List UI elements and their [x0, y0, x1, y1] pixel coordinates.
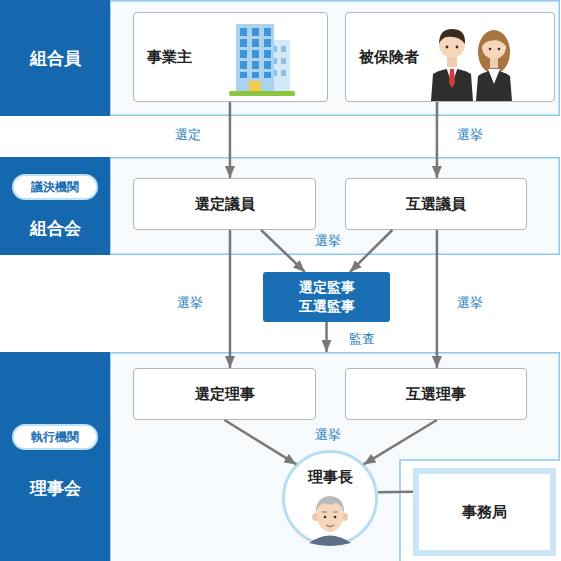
- connector: [225, 420, 297, 464]
- connector: [436, 102, 439, 178]
- node-label: 選定理事: [195, 385, 255, 404]
- chairman-ear: [312, 513, 320, 521]
- window: [272, 46, 277, 52]
- man-hair: [439, 29, 465, 44]
- connector: [261, 230, 305, 272]
- man-tie: [449, 69, 455, 88]
- chairman-icon: [309, 496, 351, 546]
- circle-outline: [282, 450, 378, 546]
- band-frame: [110, 158, 559, 255]
- node-label: 被保険者: [359, 48, 419, 67]
- node-label: 事業主: [147, 48, 192, 67]
- woman-eye: [489, 48, 492, 51]
- connector: [325, 322, 328, 352]
- man-eye: [456, 46, 459, 49]
- node-label: 理事会: [0, 477, 110, 499]
- connector: [229, 230, 232, 368]
- process-box: 選定議員: [133, 178, 316, 230]
- building-icon: [229, 24, 295, 96]
- connector: [229, 102, 232, 178]
- building-back: [268, 40, 290, 92]
- band-frame: [110, 1, 559, 116]
- chairman-shirt: [309, 536, 351, 547]
- chairman-circle: 理事長: [282, 450, 378, 546]
- window: [272, 70, 277, 76]
- woman-hair-back: [478, 30, 510, 74]
- circle-shape: [284, 452, 377, 545]
- chairman-ear: [340, 513, 348, 521]
- window: [272, 58, 277, 64]
- woman-eye: [498, 48, 501, 51]
- connector: [364, 420, 437, 464]
- connector: [378, 491, 413, 494]
- role-pill: 議決機関: [12, 174, 98, 200]
- node-label: 事務局: [462, 503, 507, 522]
- building-door: [249, 81, 261, 92]
- chairman-eye: [334, 516, 337, 519]
- node-label: 議決機関: [31, 179, 79, 196]
- grass: [229, 91, 295, 96]
- node-label: 選定議員: [195, 195, 255, 214]
- woman-head: [482, 35, 506, 59]
- role-pill: 執行機関: [12, 424, 98, 450]
- chairman-face: [317, 500, 343, 532]
- chairman-hair: [316, 496, 344, 514]
- node-label: 執行機関: [31, 429, 79, 446]
- node-label: 組合会: [0, 217, 110, 239]
- building-windows: [240, 28, 271, 78]
- group-band: 組合員 事業主 被保険者: [0, 0, 560, 116]
- node-label: 選定監事 互選監事: [283, 278, 370, 316]
- woman-suit: [476, 71, 512, 102]
- office-box: 事務局: [413, 468, 556, 556]
- edge-label: 選定: [175, 126, 201, 144]
- band-header: 組合会: [0, 157, 110, 255]
- chairman-mouth: [326, 525, 334, 527]
- edge-label: 選挙: [177, 294, 203, 312]
- member-box: 被保険者: [345, 12, 555, 102]
- building-main: [236, 24, 274, 92]
- window: [281, 70, 286, 76]
- woman-neck: [490, 56, 498, 68]
- node-label: 組合員: [0, 47, 110, 69]
- node-label: 互選議員: [406, 195, 466, 214]
- window: [281, 58, 286, 64]
- window: [281, 46, 286, 52]
- node-label: 理事長: [282, 467, 378, 487]
- woman-bangs: [482, 32, 506, 46]
- chairman-brow: [333, 511, 338, 513]
- people-icon: [431, 29, 512, 101]
- woman-shirt: [488, 69, 500, 84]
- process-box: 互選議員: [345, 178, 527, 230]
- edge-label: 選挙: [315, 232, 341, 250]
- band-frame: [110, 353, 559, 561]
- chairman-eye: [324, 516, 327, 519]
- edge-label: 選挙: [457, 126, 483, 144]
- edge-label: 選挙: [457, 294, 483, 312]
- chairman-brow: [322, 511, 327, 513]
- edge-label: 選挙: [315, 426, 341, 444]
- connector: [350, 230, 392, 272]
- band-header: 理事会: [0, 352, 110, 561]
- man-head: [439, 32, 465, 58]
- man-shirt: [446, 67, 458, 84]
- band-header: 組合員: [0, 0, 110, 116]
- group-band: 組合会 議決機関選定議員 互選議員: [0, 157, 560, 255]
- connector: [436, 230, 439, 368]
- man-suit: [431, 69, 473, 102]
- node-label: 互選理事: [406, 385, 466, 404]
- process-box: 互選理事: [345, 368, 527, 420]
- man-neck: [447, 55, 457, 67]
- edge-label: 監査: [349, 330, 375, 348]
- process-box: 選定理事: [133, 368, 316, 420]
- man-eye: [446, 46, 449, 49]
- member-box: 事業主: [133, 12, 328, 102]
- auditor-box: 選定監事 互選監事: [263, 272, 390, 322]
